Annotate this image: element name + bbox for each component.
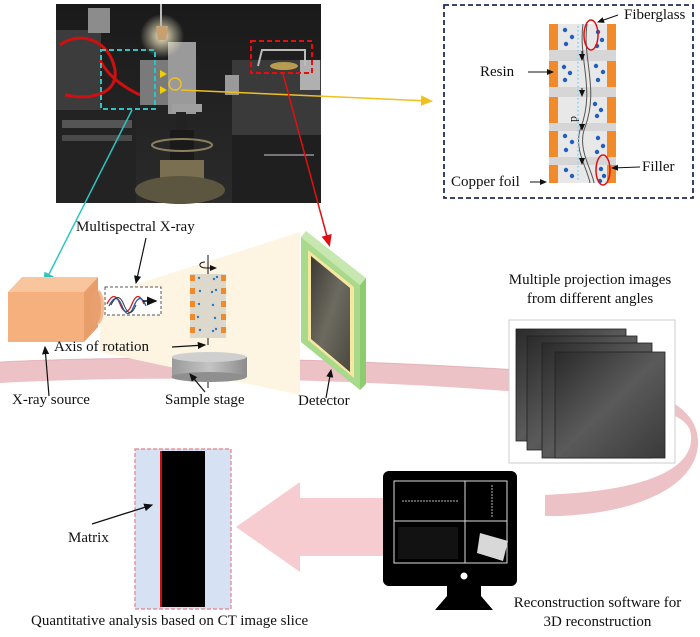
filler-highlight <box>595 154 611 186</box>
projections-label-line1: Multiple projection images <box>508 272 672 288</box>
multispectral-wave <box>104 286 162 316</box>
xray-source-label: X-ray source <box>12 392 90 408</box>
projections-label-line2: from different angles <box>526 291 654 307</box>
sample-to-inset-arrow <box>180 89 433 106</box>
fiberglass-label: Fiberglass <box>624 7 686 23</box>
reconstruction-label-line1: Reconstruction software for <box>513 595 682 611</box>
xray-source-box <box>8 277 104 342</box>
ct-slice-analysis <box>134 448 232 610</box>
source-connector-arrow <box>43 109 133 285</box>
pcb-cross-section-inset <box>443 4 694 199</box>
matrix-label: Matrix <box>68 530 109 546</box>
detector-highlight-box <box>250 40 313 74</box>
detector-label: Detector <box>298 393 350 409</box>
copper-foil-label: Copper foil <box>451 174 520 190</box>
source-highlight-box <box>100 49 156 110</box>
sample-specimen <box>190 255 226 345</box>
reconstruction-label-line2: 3D reconstruction <box>543 614 652 630</box>
axis-of-rotation-label: Axis of rotation <box>54 339 149 355</box>
rotation-arrow-icon <box>199 261 217 271</box>
detector-connector-arrow <box>282 73 332 247</box>
sample-stage-label: Sample stage <box>165 392 245 408</box>
detector-panel <box>301 231 366 390</box>
sample-highlight-circle <box>168 77 182 91</box>
analysis-caption: Quantitative analysis based on CT image … <box>31 613 309 629</box>
monitor-icon <box>383 471 517 610</box>
multispectral-xray-label: Multispectral X-ray <box>76 219 195 235</box>
resin-label: Resin <box>480 64 515 80</box>
scanner-photo <box>56 4 321 204</box>
sample-stage-cylinder <box>171 352 247 382</box>
fiberglass-highlight <box>583 19 599 51</box>
spacing-d-label: d <box>568 116 582 122</box>
flow-arrow-to-analysis <box>236 482 390 572</box>
filler-label: Filler <box>642 159 675 175</box>
projection-images-stack <box>508 319 676 464</box>
